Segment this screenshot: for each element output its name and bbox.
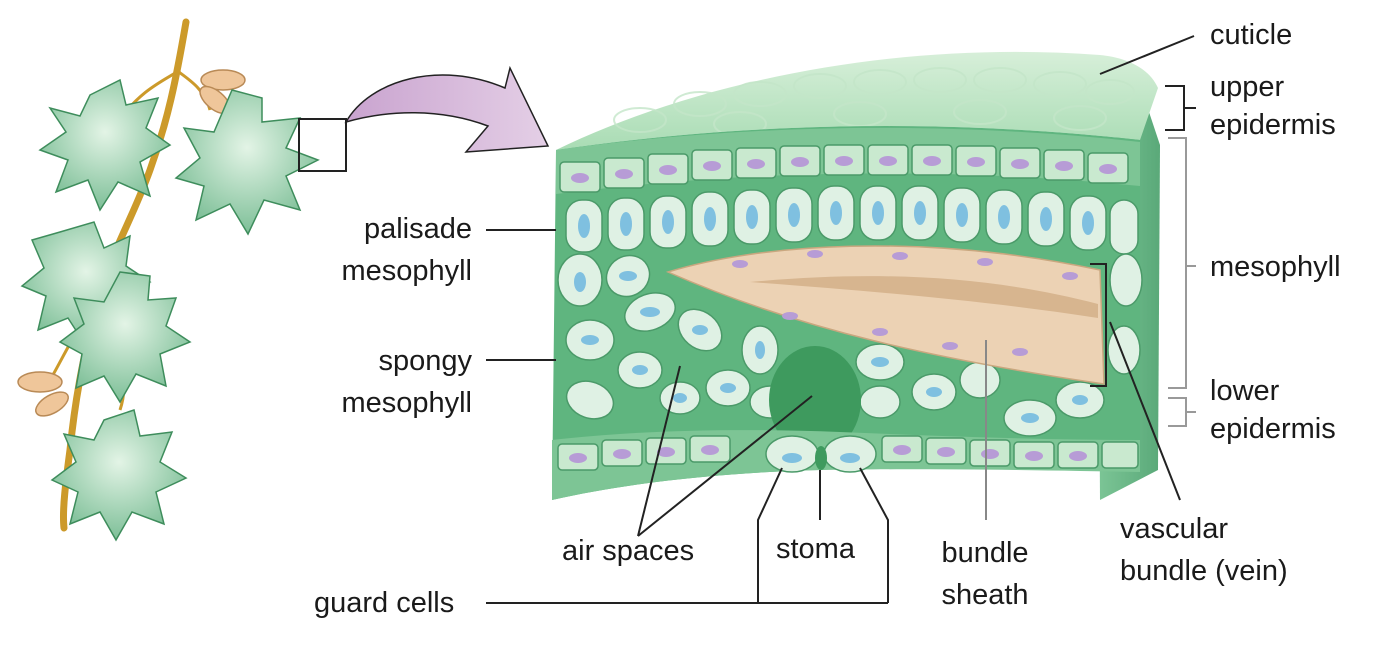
fruit bbox=[200, 69, 246, 91]
zoom-arrow bbox=[344, 65, 550, 153]
label-palisade-mesophyll-line1: palisade bbox=[363, 213, 472, 245]
label-lower-epidermis-line1: lower bbox=[1210, 375, 1280, 407]
ivy-branch-illustration bbox=[17, 18, 347, 542]
label-guard-cells: guard cells bbox=[314, 587, 455, 619]
label-upper-epidermis-line1: upper bbox=[1210, 71, 1285, 103]
label-spongy-mesophyll-line1: spongy bbox=[378, 345, 472, 377]
label-spongy-mesophyll-line2: mesophyll bbox=[341, 387, 472, 419]
label-bundle-sheath-line1: bundle bbox=[941, 537, 1029, 569]
label-lower-epidermis-line2: epidermis bbox=[1210, 413, 1336, 445]
stoma-pore bbox=[815, 446, 827, 470]
air-space-chamber bbox=[769, 346, 861, 454]
label-vascular-bundle-line1: vascular bbox=[1120, 513, 1228, 545]
label-cuticle: cuticle bbox=[1210, 19, 1293, 51]
label-bundle-sheath-line2: sheath bbox=[941, 579, 1029, 611]
inset-box bbox=[298, 118, 347, 172]
leaf bbox=[50, 409, 188, 542]
leaf bbox=[58, 271, 192, 404]
fruit bbox=[17, 371, 63, 393]
label-stoma: stoma bbox=[776, 533, 855, 565]
label-palisade-mesophyll-line2: mesophyll bbox=[341, 255, 472, 287]
label-vascular-bundle-line2: bundle (vein) bbox=[1120, 555, 1288, 587]
cuticle-surface bbox=[556, 51, 1158, 150]
upper-epidermis-cells bbox=[559, 144, 1129, 193]
leader-lines bbox=[486, 35, 1196, 604]
label-upper-epidermis-line2: epidermis bbox=[1210, 109, 1336, 141]
label-air-spaces: air spaces bbox=[562, 535, 695, 567]
leaf-section-block bbox=[552, 51, 1160, 501]
label-mesophyll: mesophyll bbox=[1210, 251, 1341, 283]
leaf bbox=[174, 89, 320, 236]
leaf bbox=[38, 78, 172, 212]
